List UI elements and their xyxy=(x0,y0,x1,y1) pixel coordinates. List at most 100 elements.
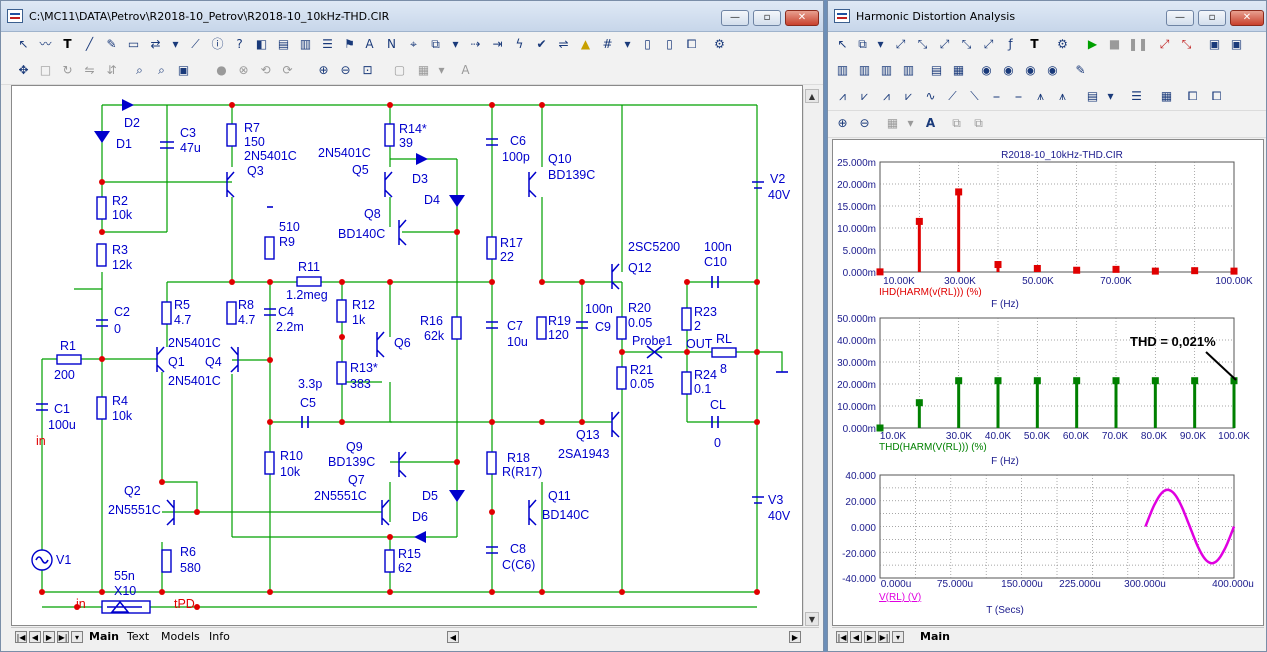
rotate-icon[interactable]: ↻ xyxy=(62,63,73,77)
pencil-icon[interactable]: ✎ xyxy=(106,37,117,51)
power-icon[interactable]: ϟ xyxy=(515,37,524,51)
h-tile1-icon[interactable]: ▤ xyxy=(930,63,943,77)
wire-icon[interactable]: 〰 xyxy=(39,37,52,51)
select-arrow-icon[interactable]: ↖ xyxy=(18,37,29,51)
h-peak-icon[interactable]: ⩘ xyxy=(839,89,846,103)
box-icon[interactable]: □ xyxy=(39,63,52,77)
harmonic-titlebar[interactable]: Harmonic Distortion Analysis — ▫ ✕ xyxy=(828,1,1266,32)
h-next-page-icon[interactable]: ▶ xyxy=(864,631,876,643)
h-slope2-icon[interactable]: ⟍ xyxy=(970,89,979,103)
maximize-button[interactable]: ▫ xyxy=(753,10,781,26)
hscroll-right-icon[interactable]: ▶ xyxy=(789,631,801,643)
h-last-page-icon[interactable]: ▶| xyxy=(878,631,890,643)
flip-icon[interactable]: ⇵ xyxy=(106,63,117,77)
h-frame-icon[interactable]: ▣ xyxy=(1208,37,1221,51)
h-cursor2-icon[interactable]: ◉ xyxy=(1003,63,1014,77)
h-layout1-icon[interactable]: ▥ xyxy=(836,63,849,77)
page-icon[interactable]: ▯ xyxy=(644,37,651,51)
h-scale-icon[interactable]: ⤢ xyxy=(895,37,906,51)
line-tool-icon[interactable]: ╱ xyxy=(85,37,94,51)
bus-icon[interactable]: ⇄ xyxy=(150,37,161,51)
harmonic-minimize-button[interactable]: — xyxy=(1166,10,1194,26)
h-numbers-icon[interactable]: ▦ xyxy=(1160,89,1173,103)
stop-icon[interactable]: ● xyxy=(216,63,227,77)
hscroll-left-icon[interactable]: ◀ xyxy=(447,631,459,643)
prev-page-icon[interactable]: ◀ xyxy=(29,631,41,643)
help-icon[interactable]: ? xyxy=(236,37,243,51)
h-layout3-icon[interactable]: ▥ xyxy=(880,63,893,77)
h-scale3-icon[interactable]: ⤢ xyxy=(939,37,950,51)
flag-icon[interactable]: ⚑ xyxy=(344,37,355,51)
text-tool-icon[interactable]: T xyxy=(63,37,72,51)
schematic-vscroll[interactable]: ▲ ▼ xyxy=(803,89,820,626)
probe-icon[interactable]: ⟋ xyxy=(191,37,200,51)
h-global-icon[interactable]: ⩚ xyxy=(1037,89,1044,103)
h-high-icon[interactable]: ⩘ xyxy=(883,89,890,103)
h-page-menu-icon[interactable]: ▾ xyxy=(892,631,904,643)
close-button[interactable]: ✕ xyxy=(785,10,819,26)
tile-icon[interactable]: ▦ xyxy=(417,63,430,77)
h-list-icon[interactable]: ☰ xyxy=(1131,89,1142,103)
component-icon[interactable]: ▭ xyxy=(127,37,140,51)
font-icon[interactable]: A xyxy=(461,63,470,77)
schematic-canvas[interactable]: D2 D1 C3 47u R7 150 2N5401C Q3 R14* 39 2… xyxy=(11,85,803,626)
grid-text-icon[interactable]: ▥ xyxy=(299,37,312,51)
h-expand-icon[interactable]: ⤢ xyxy=(1159,37,1170,51)
tab-info[interactable]: Info xyxy=(209,630,230,643)
tab-main[interactable]: Main xyxy=(89,630,119,643)
h-shrink-icon[interactable]: ⤡ xyxy=(1181,37,1192,51)
h-copy-icon[interactable]: ⧉ xyxy=(858,37,867,51)
h-clip-chevron-icon[interactable]: ▾ xyxy=(1107,89,1114,103)
h-frame2-icon[interactable]: ▣ xyxy=(1230,37,1243,51)
h-select-icon[interactable]: ↖ xyxy=(837,37,848,51)
h-fit1-icon[interactable]: ⧠ xyxy=(1187,89,1198,103)
schematic-titlebar[interactable]: C:\MC11\DATA\Petrov\R2018-10_Petrov\R201… xyxy=(1,1,823,32)
page2-icon[interactable]: ▯ xyxy=(666,37,673,51)
h-level-icon[interactable]: ⎯ xyxy=(993,89,1000,103)
h-scale2-icon[interactable]: ⤡ xyxy=(917,37,928,51)
attribute-icon[interactable]: ☰ xyxy=(322,37,333,51)
table-icon[interactable]: ▤ xyxy=(277,37,290,51)
h-tile2-icon[interactable]: ▦ xyxy=(952,63,965,77)
pin-arrow-icon[interactable]: ⇌ xyxy=(558,37,569,51)
h-level2-icon[interactable]: ⎯ xyxy=(1015,89,1022,103)
h-tab-main[interactable]: Main xyxy=(920,630,950,643)
h-prev-page-icon[interactable]: ◀ xyxy=(850,631,862,643)
h-redo-icon[interactable]: ⧉ xyxy=(974,116,983,130)
node-numbers-icon[interactable]: N xyxy=(387,37,396,51)
tab-text[interactable]: Text xyxy=(127,630,150,643)
find-next-icon[interactable]: ⌕ xyxy=(158,63,165,77)
h-text-icon[interactable]: T xyxy=(1030,37,1039,51)
h-cursor1-icon[interactable]: ◉ xyxy=(981,63,992,77)
h-low-icon[interactable]: ⩗ xyxy=(905,89,912,103)
dropdown-chevron-icon[interactable]: ▾ xyxy=(172,37,179,51)
h-scale4-icon[interactable]: ⤡ xyxy=(961,37,972,51)
h-clip-icon[interactable]: ▤ xyxy=(1086,89,1099,103)
mirror-icon[interactable]: ⇋ xyxy=(84,63,95,77)
label-icon[interactable]: ▣ xyxy=(177,63,190,77)
zoom-fit-icon[interactable]: ⊡ xyxy=(362,63,373,77)
h-cursor3-icon[interactable]: ◉ xyxy=(1025,63,1036,77)
minimize-button[interactable]: — xyxy=(721,10,749,26)
zoom-out-icon[interactable]: ⊖ xyxy=(340,63,351,77)
dropdown3-chevron-icon[interactable]: ▾ xyxy=(624,37,631,51)
h-stop-icon[interactable]: ■ xyxy=(1108,37,1121,51)
h-font-icon[interactable]: A xyxy=(925,116,936,130)
grid-icon[interactable]: # xyxy=(602,37,613,51)
h-zoom-out-icon[interactable]: ⊖ xyxy=(859,116,870,130)
copy-icon[interactable]: ⧉ xyxy=(431,37,440,51)
undo-icon[interactable]: ⟲ xyxy=(260,63,271,77)
h-fit2-icon[interactable]: ⧠ xyxy=(1211,89,1222,103)
tab-models[interactable]: Models xyxy=(161,630,200,643)
h-scale5-icon[interactable]: ⤢ xyxy=(983,37,994,51)
h-tile3-icon[interactable]: ▦ xyxy=(886,116,899,130)
zoom-in-icon[interactable]: ⊕ xyxy=(318,63,329,77)
h-undo-icon[interactable]: ⧉ xyxy=(952,116,961,130)
page-menu-icon[interactable]: ▾ xyxy=(71,631,83,643)
current-icon[interactable]: ⇢ xyxy=(470,37,481,51)
warning-icon[interactable]: ▲ xyxy=(580,37,591,51)
h-valley-icon[interactable]: ⩗ xyxy=(861,89,868,103)
fit-icon[interactable]: ⧠ xyxy=(686,37,697,51)
h-chevron-icon[interactable]: ▾ xyxy=(877,37,884,51)
cancel-icon[interactable]: ⊗ xyxy=(238,63,249,77)
